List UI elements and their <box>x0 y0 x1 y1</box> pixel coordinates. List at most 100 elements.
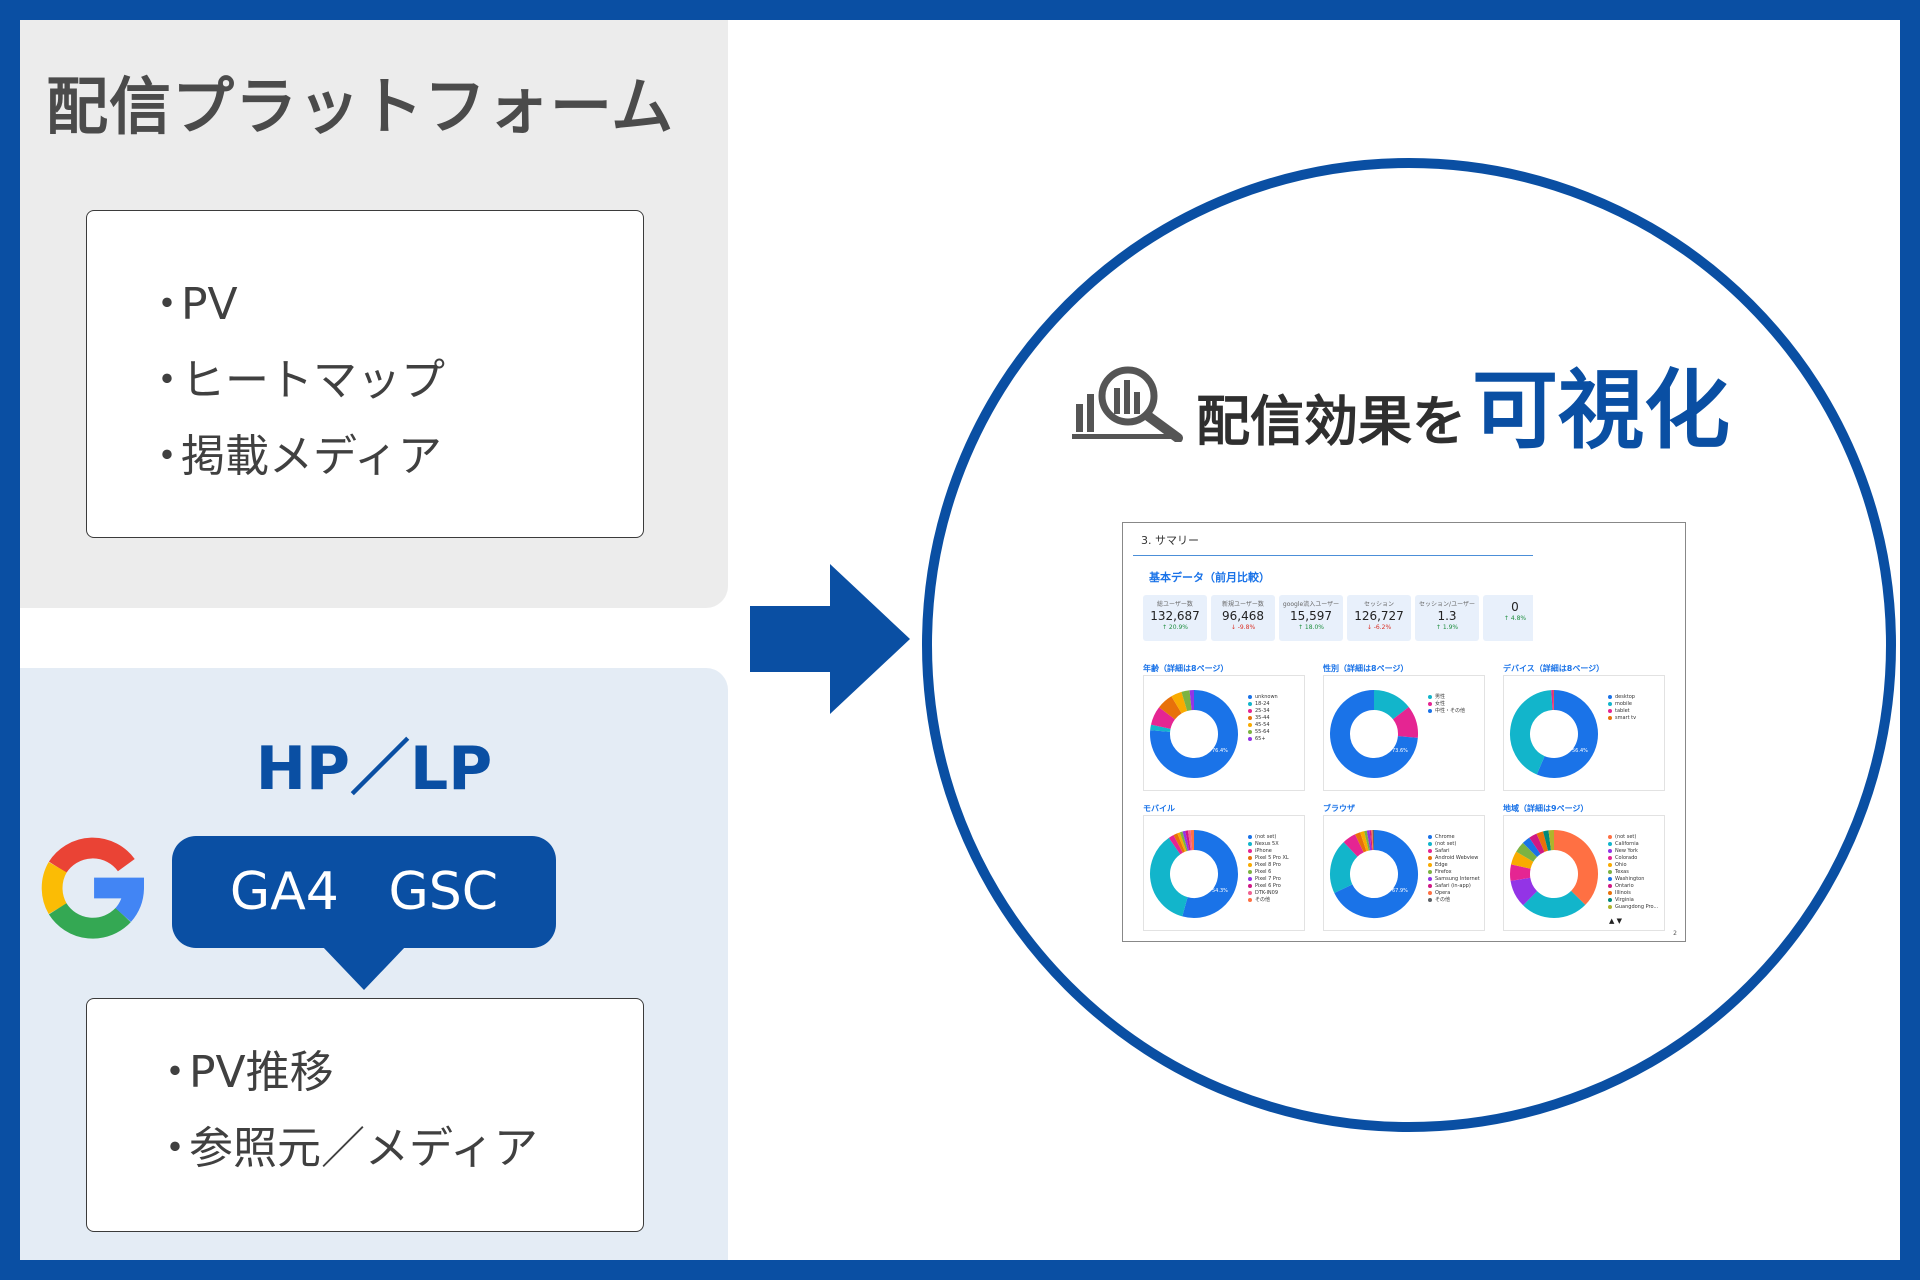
legend-swatch <box>1248 834 1252 839</box>
panel-title: モバイル <box>1143 804 1175 813</box>
donut-slice <box>1171 691 1188 714</box>
legend-label: California <box>1615 841 1639 847</box>
legend-label: 中性・その他 <box>1435 708 1466 714</box>
legend-label: Android Webview <box>1435 855 1479 861</box>
legend-item: Colorado <box>1608 855 1658 862</box>
chart-legend: 男性女性中性・その他 <box>1428 694 1465 715</box>
legend-swatch <box>1608 876 1612 881</box>
headline-prefix: 配信効果を <box>1196 390 1466 453</box>
donut-slice <box>1553 830 1598 905</box>
legend-item: iPhone <box>1248 848 1289 855</box>
legend-label: (not set) <box>1435 841 1457 847</box>
legend-item: 18-24 <box>1248 701 1278 708</box>
donut-slice <box>1392 707 1418 738</box>
legend-swatch <box>1428 708 1432 713</box>
legend-swatch <box>1248 855 1252 860</box>
legend-item: Washington <box>1608 876 1658 883</box>
legend-label: unknown <box>1255 694 1278 700</box>
kpi-value: 126,727 <box>1354 609 1404 623</box>
donut-slice <box>1543 830 1552 851</box>
list-item: ・PV推移 <box>153 1047 334 1098</box>
legend-label: New York <box>1615 848 1638 854</box>
legend-label: Pixel 6 <box>1255 869 1272 875</box>
donut-slice <box>1529 833 1545 855</box>
legend-label: Virginia <box>1615 897 1634 903</box>
legend-swatch <box>1428 869 1432 874</box>
kpi-delta: ↓ -6.2% <box>1366 624 1392 631</box>
legend-item: 女性 <box>1428 701 1465 708</box>
legend-item: DTK-IN09 <box>1248 890 1289 897</box>
list-item: ・掲載メディア <box>145 431 442 482</box>
legend-swatch <box>1248 883 1252 888</box>
kpi-label: セッション <box>1363 601 1394 608</box>
legend-item: Safari <box>1428 848 1480 855</box>
legend-item: Pixel 7 Pro <box>1248 876 1289 883</box>
donut-slice <box>1536 831 1549 853</box>
legend-swatch <box>1248 708 1252 713</box>
legend-label: (not set) <box>1615 834 1637 840</box>
legend-item: Safari (in-app) <box>1428 883 1480 890</box>
legend-swatch <box>1608 708 1612 713</box>
legend-swatch <box>1428 897 1432 902</box>
legend-label: Safari (in-app) <box>1435 883 1471 889</box>
kpi-value: 96,468 <box>1222 609 1264 623</box>
legend-swatch <box>1428 883 1432 888</box>
hp-lp-metrics-list: ・PV推移 ・参照元／メディア <box>153 1035 538 1187</box>
panel-title: デバイス（詳細は8ページ） <box>1503 664 1605 673</box>
magnifier-chart-icon <box>1072 366 1183 442</box>
legend-item: 25-34 <box>1248 708 1278 715</box>
legend-label: mobile <box>1615 701 1632 707</box>
legend-item: Guangdong Pro... <box>1608 904 1658 911</box>
legend-label: 18-24 <box>1255 701 1270 707</box>
legend-swatch <box>1608 841 1612 846</box>
legend-label: Guangdong Pro... <box>1615 904 1659 910</box>
legend-item: 55-64 <box>1248 729 1278 736</box>
legend-item: その他 <box>1248 897 1289 904</box>
section-title: 基本データ（前月比較） <box>1149 571 1270 584</box>
legend-swatch <box>1608 904 1612 909</box>
ga4-gsc-badge: GA4 GSC <box>172 836 556 948</box>
legend-label: Chrome <box>1435 834 1455 840</box>
donut-slice <box>1150 837 1189 917</box>
legend-swatch <box>1248 729 1252 734</box>
legend-item: desktop <box>1608 694 1636 701</box>
legend-label: DTK-IN09 <box>1255 890 1279 896</box>
legend-swatch <box>1428 841 1432 846</box>
slice-label: 54.3% <box>1212 888 1228 894</box>
panel-title: 地域（詳細は9ページ） <box>1503 804 1589 813</box>
legend-item: Android Webview <box>1428 855 1480 862</box>
legend-label: tablet <box>1615 708 1630 714</box>
donut-slice <box>1343 834 1364 857</box>
legend-label: 65+ <box>1255 736 1266 742</box>
kpi-label: 新規ユーザー数 <box>1222 601 1264 608</box>
legend-label: 45-54 <box>1255 722 1270 728</box>
pager-arrows: ▲ ▼ <box>1609 917 1622 925</box>
donut-panel: 73.6%男性女性中性・その他 <box>1323 675 1485 791</box>
legend-swatch <box>1428 694 1432 699</box>
legend-swatch <box>1248 862 1252 867</box>
legend-item: Chrome <box>1428 834 1480 841</box>
legend-item: Illinois <box>1608 890 1658 897</box>
legend-item: tablet <box>1608 708 1636 715</box>
legend-label: desktop <box>1615 694 1635 700</box>
donut-slice <box>1330 690 1418 778</box>
kpi-delta: ↑ 20.9% <box>1162 624 1188 631</box>
legend-swatch <box>1428 701 1432 706</box>
legend-swatch <box>1608 883 1612 888</box>
hp-lp-metrics-box: ・PV推移 ・参照元／メディア <box>86 998 644 1232</box>
donut-slice <box>1510 864 1531 881</box>
arrow-right-icon <box>750 564 910 714</box>
legend-item: 中性・その他 <box>1428 708 1465 715</box>
hp-lp-panel: HP／LP GA4 GSC ・PV推移 ・参照元／メディア <box>20 668 728 1260</box>
platform-metrics-list: ・PV ・ヒートマップ ・掲載メディア <box>145 267 445 495</box>
